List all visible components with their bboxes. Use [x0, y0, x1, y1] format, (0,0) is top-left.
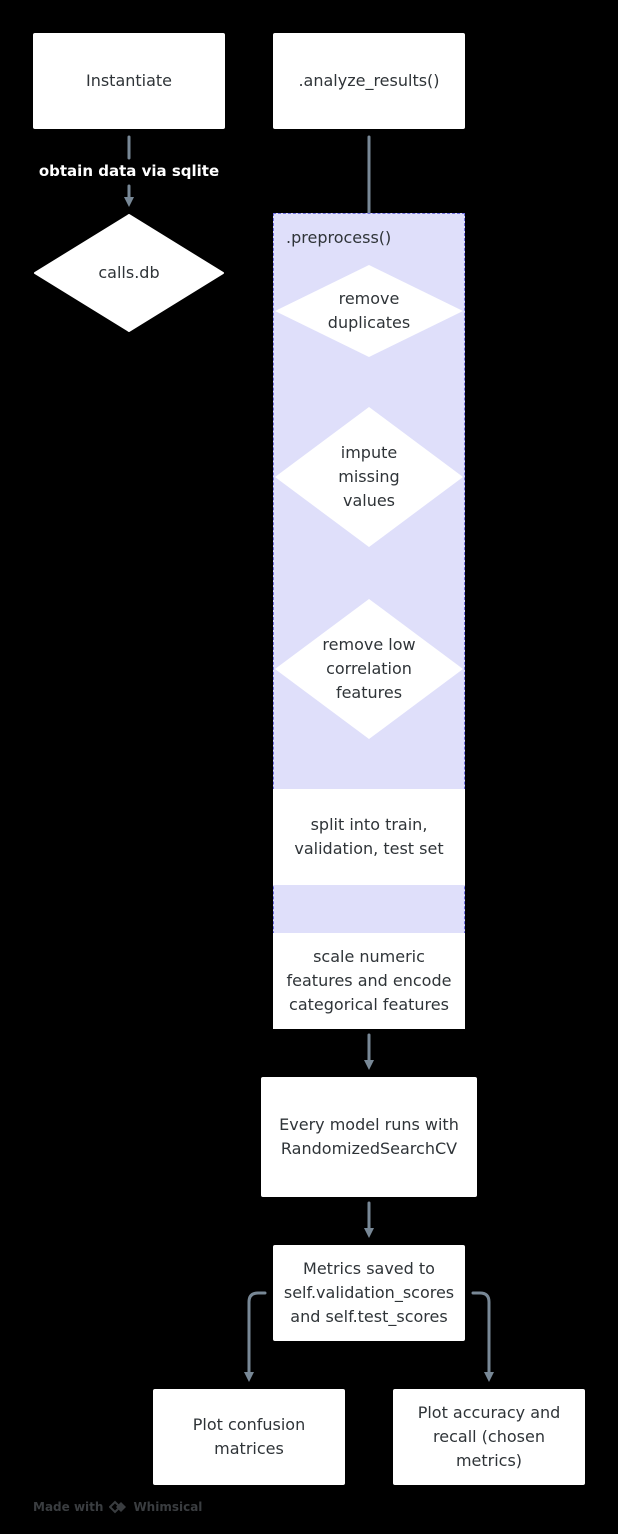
remove-duplicates-diamond — [275, 265, 463, 357]
low-correlation-label: remove low correlation features — [322, 635, 416, 702]
impute-missing-label: impute missing values — [338, 443, 400, 510]
impute-missing-diamond — [275, 407, 463, 547]
analyze-results-node: .analyze_results() — [273, 33, 465, 129]
model-node: Every model runs with RandomizedSearchCV — [261, 1077, 477, 1197]
remove-duplicates-label: remove duplicates — [327, 289, 411, 332]
scale-node: scale numeric features and encode catego… — [273, 933, 465, 1029]
whimsical-brand-text: Whimsical — [133, 1500, 203, 1514]
calls-db-label: calls.db — [98, 263, 160, 282]
sqlite-edge-label: obtain data via sqlite — [38, 162, 220, 180]
low-correlation-diamond — [275, 599, 463, 739]
metrics-node: Metrics saved to self.validation_scores … — [273, 1245, 465, 1341]
split-node: split into train, validation, test set — [273, 789, 465, 885]
whimsical-watermark[interactable]: Made with Whimsical — [33, 1500, 202, 1514]
instantiate-node: Instantiate — [33, 33, 225, 129]
whimsical-logo-icon — [109, 1500, 127, 1514]
edge-metrics-to-confusion — [244, 1291, 267, 1382]
edge-metrics-to-accuracy — [471, 1291, 494, 1382]
analyze-results-label: .analyze_results() — [298, 71, 440, 90]
plot-accuracy-node: Plot accuracy and recall (chosen metrics… — [393, 1389, 585, 1485]
made-with-text: Made with — [33, 1500, 104, 1514]
instantiate-label: Instantiate — [85, 71, 173, 90]
plot-confusion-node: Plot confusion matrices — [153, 1389, 345, 1485]
preprocess-group-label: .preprocess() — [286, 228, 392, 247]
calls-db-diamond — [34, 214, 224, 332]
